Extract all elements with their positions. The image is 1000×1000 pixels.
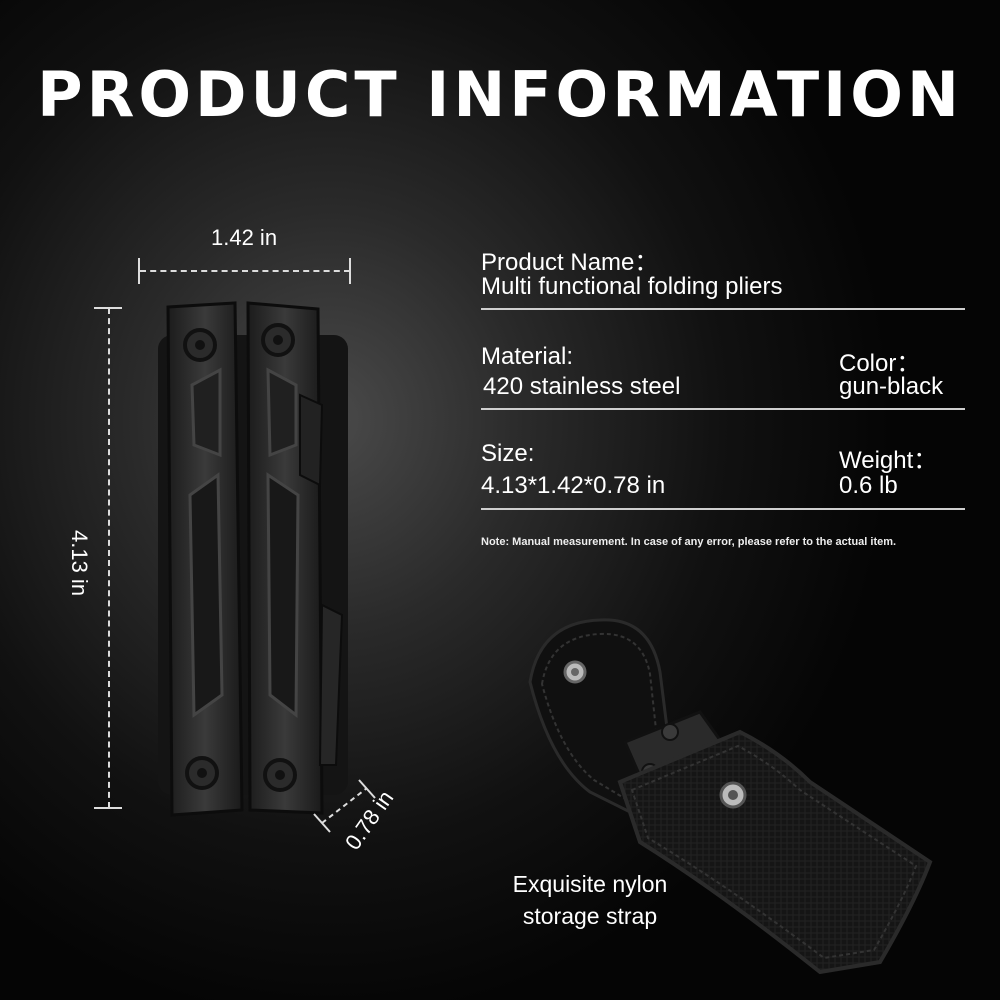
- pouch-caption: Exquisite nylon storage strap: [470, 868, 710, 932]
- size-value: 4.13*1.42*0.78 in: [481, 472, 666, 499]
- depth-dimension-line: [313, 779, 376, 833]
- height-tick-top: [94, 307, 122, 309]
- nylon-pouch-image: [528, 618, 933, 975]
- weight-value: 0.6 lb: [839, 472, 898, 499]
- height-label: 4.13 in: [67, 530, 92, 597]
- height-tick-bottom: [94, 807, 122, 809]
- width-label: 1.42 in: [211, 225, 278, 250]
- color-value: gun-black: [839, 373, 944, 400]
- material-row: Material: 420 stainless steel Color： gun…: [481, 310, 965, 410]
- material-label: Material:: [481, 343, 574, 370]
- height-dimension-line: [108, 308, 110, 808]
- width-tick-left: [138, 258, 140, 284]
- product-info-table: Product Name： Multi functional folding p…: [481, 240, 965, 510]
- page-title: PRODUCT INFORMATION: [37, 58, 963, 131]
- material-value: 420 stainless steel: [483, 373, 681, 400]
- weight-label: Weight：: [839, 447, 938, 474]
- measurement-note: Note: Manual measurement. In case of any…: [481, 536, 897, 548]
- pouch-caption-line2: storage strap: [522, 903, 658, 929]
- size-label: Size:: [481, 440, 535, 467]
- width-dimension-line: [140, 270, 350, 272]
- pouch-caption-line1: Exquisite nylon: [512, 871, 668, 897]
- color-label: Color：: [839, 350, 921, 377]
- product-name-value: Multi functional folding pliers: [481, 273, 783, 300]
- multitool-image: [158, 301, 348, 817]
- product-name-label: Product Name：: [481, 249, 659, 276]
- size-row: Size: 4.13*1.42*0.78 in Weight： 0.6 lb: [481, 410, 965, 510]
- product-name-row: Product Name： Multi functional folding p…: [481, 240, 965, 310]
- width-tick-right: [349, 258, 351, 284]
